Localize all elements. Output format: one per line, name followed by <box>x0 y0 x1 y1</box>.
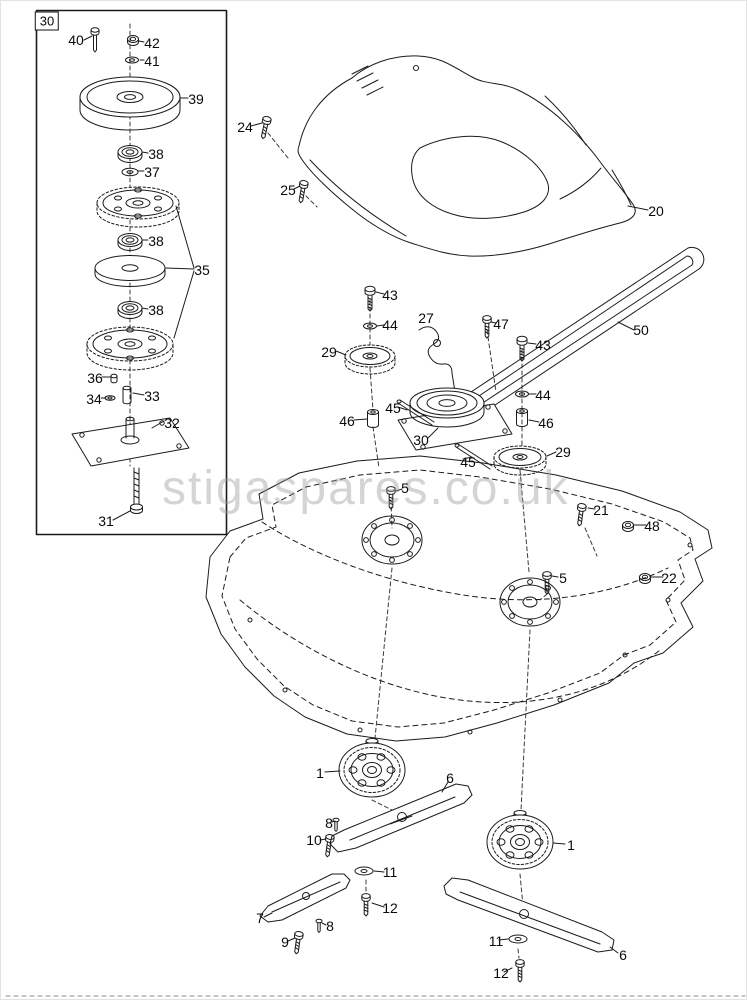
part-31-bolt <box>130 467 143 514</box>
part-label-40: 40 <box>68 32 84 48</box>
part-25-screw <box>295 179 310 204</box>
part-45-rod <box>396 399 435 426</box>
part-29-pulley-right <box>493 445 547 476</box>
part-29-pulley-left <box>344 344 396 375</box>
part-label-29: 29 <box>555 444 571 460</box>
part-label-6: 6 <box>446 770 454 786</box>
part-label-43: 43 <box>382 287 398 303</box>
part-label-8: 8 <box>326 918 334 934</box>
part-label-38: 38 <box>148 233 164 249</box>
part-46-spacer-left <box>367 409 379 428</box>
part-6-blade-upper <box>329 783 473 853</box>
part-label-25: 25 <box>280 182 296 198</box>
part-7-blade <box>259 873 351 923</box>
part-35-disc <box>94 255 166 287</box>
cutting-deck <box>205 455 713 742</box>
part-label-42: 42 <box>144 35 160 51</box>
part-label-11: 11 <box>382 864 398 880</box>
part-label-39: 39 <box>188 91 204 107</box>
part-label-6: 6 <box>619 947 627 963</box>
part-label-37: 37 <box>144 164 160 180</box>
part-8-screw <box>332 817 340 832</box>
part-label-43: 43 <box>535 337 551 353</box>
part-40-bolt <box>90 27 100 53</box>
part-43-bolt <box>516 335 528 362</box>
part-label-5: 5 <box>559 570 567 586</box>
part-33-spacer <box>122 385 132 405</box>
part-label-1: 1 <box>316 765 324 781</box>
part-label-12: 12 <box>493 965 509 981</box>
part-11-washer <box>508 934 528 944</box>
part-1-blade-hub-right <box>486 810 554 870</box>
part-8-screw <box>315 918 323 933</box>
part-label-20: 20 <box>648 203 664 219</box>
part-6-blade-lower <box>443 877 615 953</box>
part-5-screw <box>386 486 396 510</box>
part-label-46: 46 <box>538 415 554 431</box>
part-label-50: 50 <box>633 322 649 338</box>
part-48-nut <box>622 521 634 532</box>
part-label-12: 12 <box>382 900 398 916</box>
part-label-7: 7 <box>256 910 264 926</box>
inset-box <box>35 9 228 536</box>
part-label-41: 41 <box>144 53 160 69</box>
part-label-45: 45 <box>460 454 476 470</box>
part-label-46: 46 <box>339 413 355 429</box>
part-label-45: 45 <box>385 400 401 416</box>
part-label-38: 38 <box>148 146 164 162</box>
part-label-32: 32 <box>164 415 180 431</box>
part-label-11: 11 <box>488 933 504 949</box>
part-12-screw <box>515 959 525 983</box>
part-label-35: 35 <box>194 262 210 278</box>
part-label-21: 21 <box>593 502 609 518</box>
part-label-27: 27 <box>418 310 434 326</box>
deck-spindle-left <box>361 515 423 565</box>
part-45-rod <box>454 443 493 470</box>
part-42-nut <box>127 35 139 46</box>
part-36-pin <box>110 373 118 384</box>
part-label-1: 1 <box>567 837 575 853</box>
part-41-washer <box>125 56 139 64</box>
leader-lines <box>83 35 664 973</box>
part-label-36: 36 <box>87 370 103 386</box>
part-27-spring-wire <box>418 326 456 393</box>
part-label-24: 24 <box>237 119 253 135</box>
part-9-screw <box>291 930 304 955</box>
part-37-washer <box>121 167 139 177</box>
part-label-5: 5 <box>401 480 409 496</box>
part-label-48: 48 <box>644 518 660 534</box>
part-label-31: 31 <box>98 513 114 529</box>
part-label-8: 8 <box>325 815 333 831</box>
part-label-9: 9 <box>281 934 289 950</box>
inset-assembly <box>71 27 190 514</box>
part-50-belt <box>465 246 705 424</box>
part-12-screw <box>361 893 371 917</box>
part-30-pulley-assembly <box>397 387 513 451</box>
part-label-10: 10 <box>306 832 322 848</box>
deck-spindle-right <box>499 577 561 627</box>
part-label-33: 33 <box>144 388 160 404</box>
part-20-belt-cover <box>297 55 636 257</box>
part-39-pulley <box>79 76 181 131</box>
part-label-47: 47 <box>493 316 509 332</box>
part-label-30: 30 <box>413 432 429 448</box>
part-22-nut <box>639 573 651 584</box>
part-label-22: 22 <box>661 570 677 586</box>
part-43-bolt <box>364 285 376 312</box>
part-35-gear-upper <box>96 186 180 228</box>
part-label-34: 34 <box>86 391 102 407</box>
part-47-screw <box>482 315 492 339</box>
part-label-44: 44 <box>382 317 398 333</box>
part-label-38: 38 <box>148 302 164 318</box>
part-21-screw <box>574 502 587 527</box>
part-11-washer <box>354 866 374 876</box>
part-label-30: 30 <box>34 11 60 31</box>
part-35-gear-lower <box>86 326 174 371</box>
part-32-plate <box>71 416 190 467</box>
part-label-29: 29 <box>321 344 337 360</box>
part-1-blade-hub-left <box>338 738 406 798</box>
part-label-44: 44 <box>535 387 551 403</box>
part-38-bearing <box>117 301 143 319</box>
